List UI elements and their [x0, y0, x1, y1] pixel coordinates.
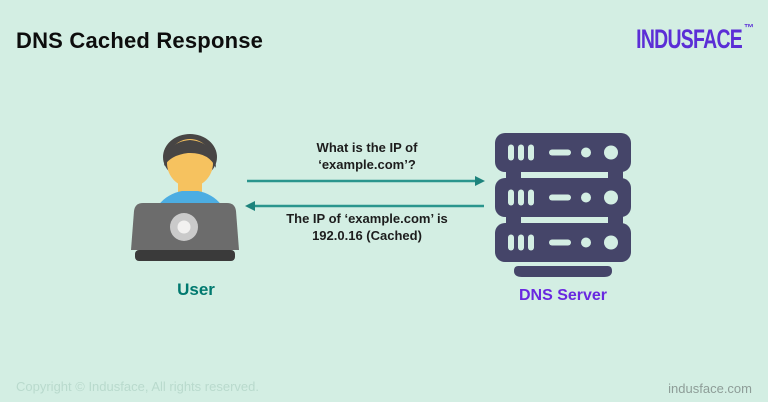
response-line-2: 192.0.16 (Cached)	[312, 228, 422, 243]
request-arrow-right	[247, 176, 485, 186]
response-line-1: The IP of ‘example.com’ is	[286, 211, 448, 226]
user-at-laptop-icon	[131, 134, 239, 261]
response-arrow-left	[245, 201, 484, 211]
message-arrows	[245, 176, 485, 211]
dns-server-stack-icon	[495, 133, 631, 277]
page-title: DNS Cached Response	[16, 28, 264, 53]
request-message: What is the IP of ‘example.com’?	[245, 139, 489, 173]
user-label: User	[177, 280, 215, 299]
copyright-text: Copyright © Indusface, All rights reserv…	[16, 379, 259, 394]
trademark-symbol: ™	[744, 23, 754, 34]
request-line-2: ‘example.com’?	[318, 157, 416, 172]
dns-server-label: DNS Server	[518, 287, 608, 304]
response-message: The IP of ‘example.com’ is 192.0.16 (Cac…	[245, 210, 489, 244]
website-link[interactable]: indusface.com	[668, 381, 752, 396]
indusface-logo: INDUSFACE ™	[595, 23, 754, 54]
logo-wordmark: INDUSFACE	[636, 24, 743, 54]
request-line-1: What is the IP of	[316, 140, 418, 155]
